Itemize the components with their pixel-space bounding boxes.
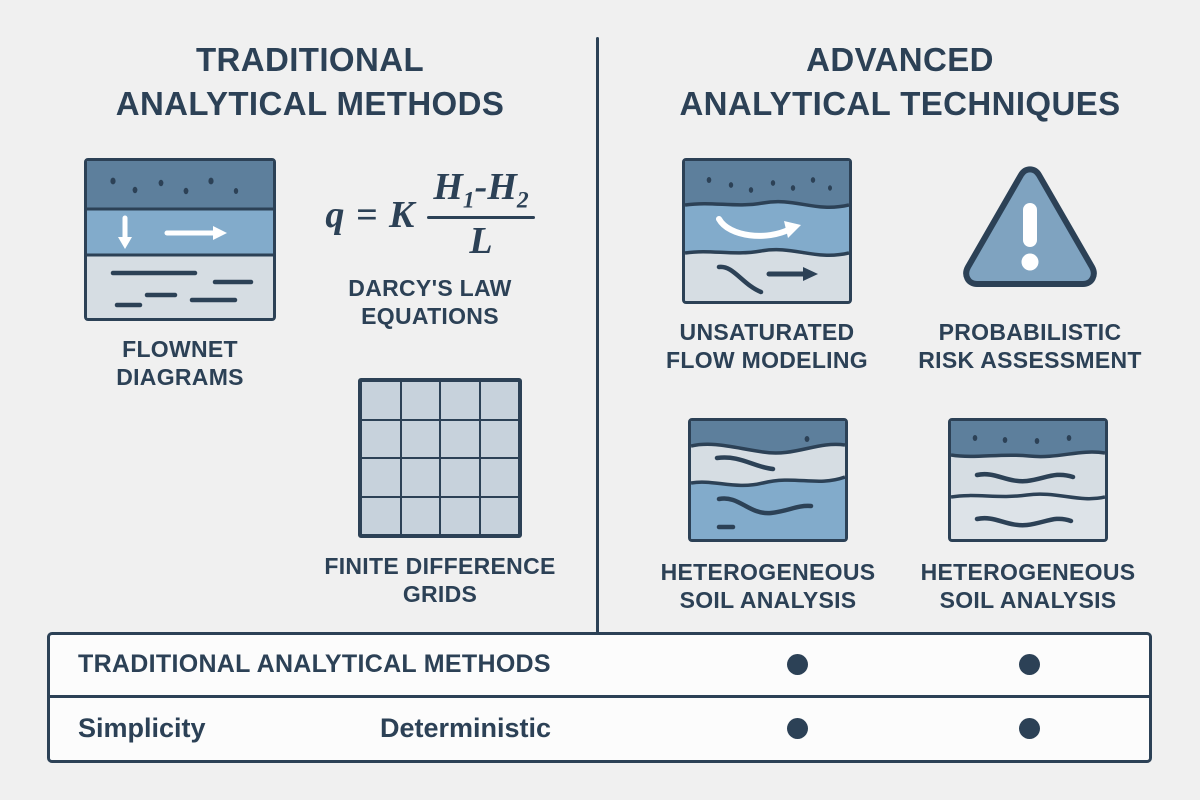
left-column-title-line1: TRADITIONAL: [195, 41, 425, 78]
table-cell-marker-2: [914, 654, 1145, 676]
unsat-caption-line2: FLOW MODELING: [666, 347, 868, 373]
het1-caption-line2: SOIL ANALYSIS: [679, 587, 857, 613]
risk-caption-line2: RISK ASSESSMENT: [918, 347, 1142, 373]
bullet-dot-icon: [1019, 654, 1040, 676]
flownet-caption-line2: DIAGRAMS: [116, 364, 244, 390]
grid-cell: [362, 420, 400, 457]
fraction-bar: [427, 216, 535, 220]
left-column-title: TRADITIONAL ANALYTICAL METHODS: [60, 38, 560, 126]
grid-cell: [480, 420, 518, 457]
numerator-h2-subscript: 2: [516, 187, 529, 214]
warning-triangle-icon: [940, 152, 1120, 304]
darcy-caption-line2: EQUATIONS: [361, 303, 499, 329]
unsaturated-flow-caption: UNSATURATED FLOW MODELING: [652, 318, 882, 374]
bullet-dot-icon: [786, 718, 808, 740]
darcys-law-item: q = K H1-H2 L DARCY'S LAW EQUATIONS: [300, 160, 560, 330]
grid-cell: [480, 459, 518, 496]
het1-caption-line1: HETEROGENEOUS: [660, 559, 876, 585]
flownet-caption-line1: FLOWNET: [122, 336, 238, 362]
heterogeneous-soil-item-2: HETEROGENEOUS SOIL ANALYSIS: [921, 418, 1135, 614]
grid-cell: [401, 382, 439, 419]
table-header-label: TRADITIONAL ANALYTICAL METHODS: [78, 650, 551, 679]
heterogeneous-soil-caption-2: HETEROGENEOUS SOIL ANALYSIS: [903, 558, 1153, 614]
finite-difference-grid-icon: [358, 378, 522, 538]
grid-cell: [362, 459, 400, 496]
grid-cell: [401, 497, 439, 534]
right-column-title: ADVANCED ANALYTICAL TECHNIQUES: [640, 38, 1160, 126]
heterogeneous-soil-caption-1: HETEROGENEOUS SOIL ANALYSIS: [643, 558, 893, 614]
darcy-equation-numerator: H1-H2: [427, 165, 534, 216]
finite-difference-grid-item: FINITE DIFFERENCE GRIDS: [310, 378, 570, 608]
grid-cell: [362, 382, 400, 419]
grid-cell: [480, 382, 518, 419]
table-cell-marker-2: [914, 718, 1145, 740]
darcy-equation-icon: q = K H1-H2 L: [300, 160, 560, 270]
darcy-equation-lhs: q = K: [325, 194, 416, 236]
bullet-dot-icon: [786, 654, 808, 676]
darcy-equation-fraction: H1-H2 L: [427, 165, 535, 263]
grid-cell: [401, 459, 439, 496]
comparison-table: TRADITIONAL ANALYTICAL METHODS Simplicit…: [47, 632, 1152, 763]
unsaturated-flow-icon: [682, 158, 852, 304]
darcys-law-caption: DARCY'S LAW EQUATIONS: [300, 274, 560, 330]
fdgrid-caption-line1: FINITE DIFFERENCE: [324, 553, 556, 579]
het2-caption-line2: SOIL ANALYSIS: [939, 587, 1117, 613]
probabilistic-risk-caption: PROBABILISTIC RISK ASSESSMENT: [910, 318, 1150, 374]
finite-difference-grid-caption: FINITE DIFFERENCE GRIDS: [310, 552, 570, 608]
darcy-caption-line1: DARCY'S LAW: [348, 275, 512, 301]
fdgrid-caption-line2: GRIDS: [402, 581, 478, 607]
flownet-diagram-item: FLOWNET DIAGRAMS: [84, 158, 276, 391]
table-cell-label: Simplicity: [50, 713, 380, 744]
grid-cell: [441, 420, 479, 457]
numerator-h2: H: [487, 165, 517, 208]
numerator-h1-subscript: 1: [462, 187, 475, 214]
grid-cell: [441, 459, 479, 496]
table-cell-label: TRADITIONAL ANALYTICAL METHODS: [50, 650, 551, 679]
numerator-minus: -: [474, 165, 488, 208]
darcy-equation-denominator: L: [469, 220, 493, 263]
grid-cell: [441, 497, 479, 534]
grid-cell: [441, 382, 479, 419]
table-row-label: Simplicity: [78, 713, 206, 744]
heterogeneous-soil-icon: [688, 418, 848, 542]
right-column-title-line1: ADVANCED: [806, 41, 994, 78]
table-row: Simplicity Deterministic: [50, 698, 1149, 761]
heterogeneous-soil-layers-icon: [948, 418, 1108, 542]
probabilistic-risk-item: PROBABILISTIC RISK ASSESSMENT: [918, 152, 1141, 374]
grid-cell: [480, 497, 518, 534]
flownet-diagram-caption: FLOWNET DIAGRAMS: [84, 335, 276, 391]
het2-caption-line1: HETEROGENEOUS: [920, 559, 1136, 585]
table-cell-marker-1: [680, 654, 914, 676]
risk-caption-line1: PROBABILISTIC: [938, 319, 1122, 345]
table-cell-secondary: Deterministic: [380, 713, 680, 744]
right-column-title-line2: ANALYTICAL TECHNIQUES: [679, 85, 1121, 122]
table-row: TRADITIONAL ANALYTICAL METHODS: [50, 635, 1149, 698]
heterogeneous-soil-item-1: HETEROGENEOUS SOIL ANALYSIS: [661, 418, 875, 614]
grid-cell: [362, 497, 400, 534]
grid-cell: [401, 420, 439, 457]
column-divider: [596, 37, 599, 633]
left-column-title-line2: ANALYTICAL METHODS: [115, 85, 505, 122]
table-cell-marker-1: [680, 718, 914, 740]
numerator-h1: H: [433, 165, 463, 208]
unsaturated-flow-item: UNSATURATED FLOW MODELING: [666, 158, 868, 374]
bullet-dot-icon: [1019, 718, 1040, 740]
unsat-caption-line1: UNSATURATED: [679, 319, 855, 345]
table-row-secondary: Deterministic: [380, 713, 552, 744]
soil-profile-flownet-icon: [84, 158, 276, 321]
